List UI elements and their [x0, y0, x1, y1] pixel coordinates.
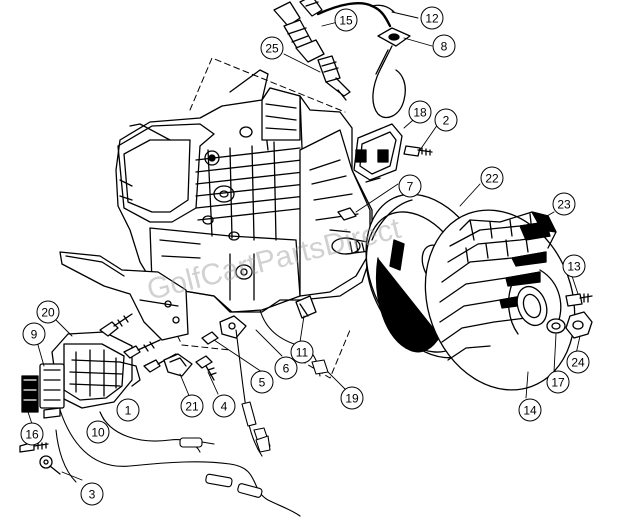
- callout-circle: [290, 340, 314, 364]
- callout-circle: [20, 422, 44, 446]
- callout-number: 21: [185, 400, 199, 414]
- callout-c16: 16: [20, 422, 44, 446]
- callout-circle: [518, 398, 542, 422]
- callout-circle: [274, 356, 298, 380]
- spark-plug: [317, 55, 351, 101]
- callout-c8: 8: [432, 34, 456, 58]
- callout-c14: 14: [518, 398, 542, 422]
- callout-c11: 11: [290, 340, 314, 364]
- callout-circle: [546, 370, 570, 394]
- callout-c12: 12: [420, 6, 444, 30]
- callout-circle: [334, 8, 358, 32]
- callout-number: 18: [413, 106, 427, 120]
- spark-plug-boot: [273, 0, 395, 63]
- callout-c1: 1: [116, 398, 140, 422]
- callout-number: 19: [345, 392, 359, 406]
- callout-circle: [420, 6, 444, 30]
- callout-number: 9: [31, 328, 38, 342]
- callout-c20: 20: [36, 300, 60, 324]
- callout-c23: 23: [552, 192, 576, 216]
- callout-number: 22: [485, 172, 499, 186]
- callout-c6: 6: [274, 356, 298, 380]
- callout-number: 15: [339, 14, 353, 28]
- callout-number: 11: [296, 346, 309, 360]
- callout-circle: [22, 322, 46, 346]
- callout-c9: 9: [22, 322, 46, 346]
- callout-number: 20: [41, 306, 55, 320]
- callout-c15: 15: [334, 8, 358, 32]
- callout-number: 24: [571, 356, 585, 370]
- callout-c10: 10: [86, 420, 110, 444]
- callout-number: 2: [443, 114, 450, 128]
- engine-mounting-plate: [59, 251, 189, 341]
- callout-number: 3: [89, 488, 96, 502]
- flywheel-key: [337, 207, 357, 221]
- callout-circle: [566, 350, 590, 374]
- callout-c2: 2: [434, 108, 458, 132]
- callout-number: 1: [125, 404, 132, 418]
- callout-c4: 4: [212, 394, 236, 418]
- callout-c3: 3: [80, 482, 104, 506]
- callout-circle: [432, 34, 456, 58]
- ignition-coil-module: [21, 331, 141, 413]
- callout-c22: 22: [480, 166, 504, 190]
- callout-number: 14: [523, 404, 537, 418]
- callout-circle: [552, 192, 576, 216]
- callout-c7: 7: [398, 174, 422, 198]
- cooling-fan: [424, 209, 576, 391]
- callout-c21: 21: [180, 394, 204, 418]
- callout-number: 25: [265, 42, 279, 56]
- callout-c13: 13: [562, 254, 586, 278]
- callout-number: 12: [425, 12, 439, 26]
- callout-number: 5: [259, 376, 266, 390]
- callout-circle: [398, 174, 422, 198]
- callout-circle: [260, 36, 284, 60]
- callout-circle: [212, 394, 236, 418]
- callout-circle: [408, 100, 432, 124]
- callout-circle: [116, 398, 140, 422]
- callout-circle: [250, 370, 274, 394]
- callout-number: 8: [441, 40, 448, 54]
- callout-c17: 17: [546, 370, 570, 394]
- ignition-module: [353, 123, 433, 183]
- callout-circle: [86, 420, 110, 444]
- callout-number: 13: [567, 260, 581, 274]
- callout-circle: [562, 254, 586, 278]
- callout-circle: [340, 386, 364, 410]
- callout-circle: [434, 108, 458, 132]
- wire-grommet: [372, 27, 411, 119]
- fan-hardware: [546, 293, 593, 339]
- callout-number: 4: [221, 400, 228, 414]
- callout-number: 7: [407, 180, 414, 194]
- callout-circle: [36, 300, 60, 324]
- callout-c24: 24: [566, 350, 590, 374]
- callout-number: 10: [91, 426, 105, 440]
- callout-c19: 19: [340, 386, 364, 410]
- callout-number: 23: [557, 198, 571, 212]
- callout-c5: 5: [250, 370, 274, 394]
- callout-circle: [80, 482, 104, 506]
- callout-circle: [180, 394, 204, 418]
- callout-c25: 25: [260, 36, 284, 60]
- callout-number: 6: [283, 362, 290, 376]
- callout-group: 1234567891011121314151617181920212223242…: [20, 6, 590, 506]
- callout-number: 17: [551, 376, 565, 390]
- engine-block: [115, 57, 383, 379]
- hardware-bolts: [19, 295, 317, 475]
- ignition-wires: [55, 309, 329, 517]
- callout-circle: [480, 166, 504, 190]
- callout-c18: 18: [408, 100, 432, 124]
- callout-number: 16: [25, 428, 39, 442]
